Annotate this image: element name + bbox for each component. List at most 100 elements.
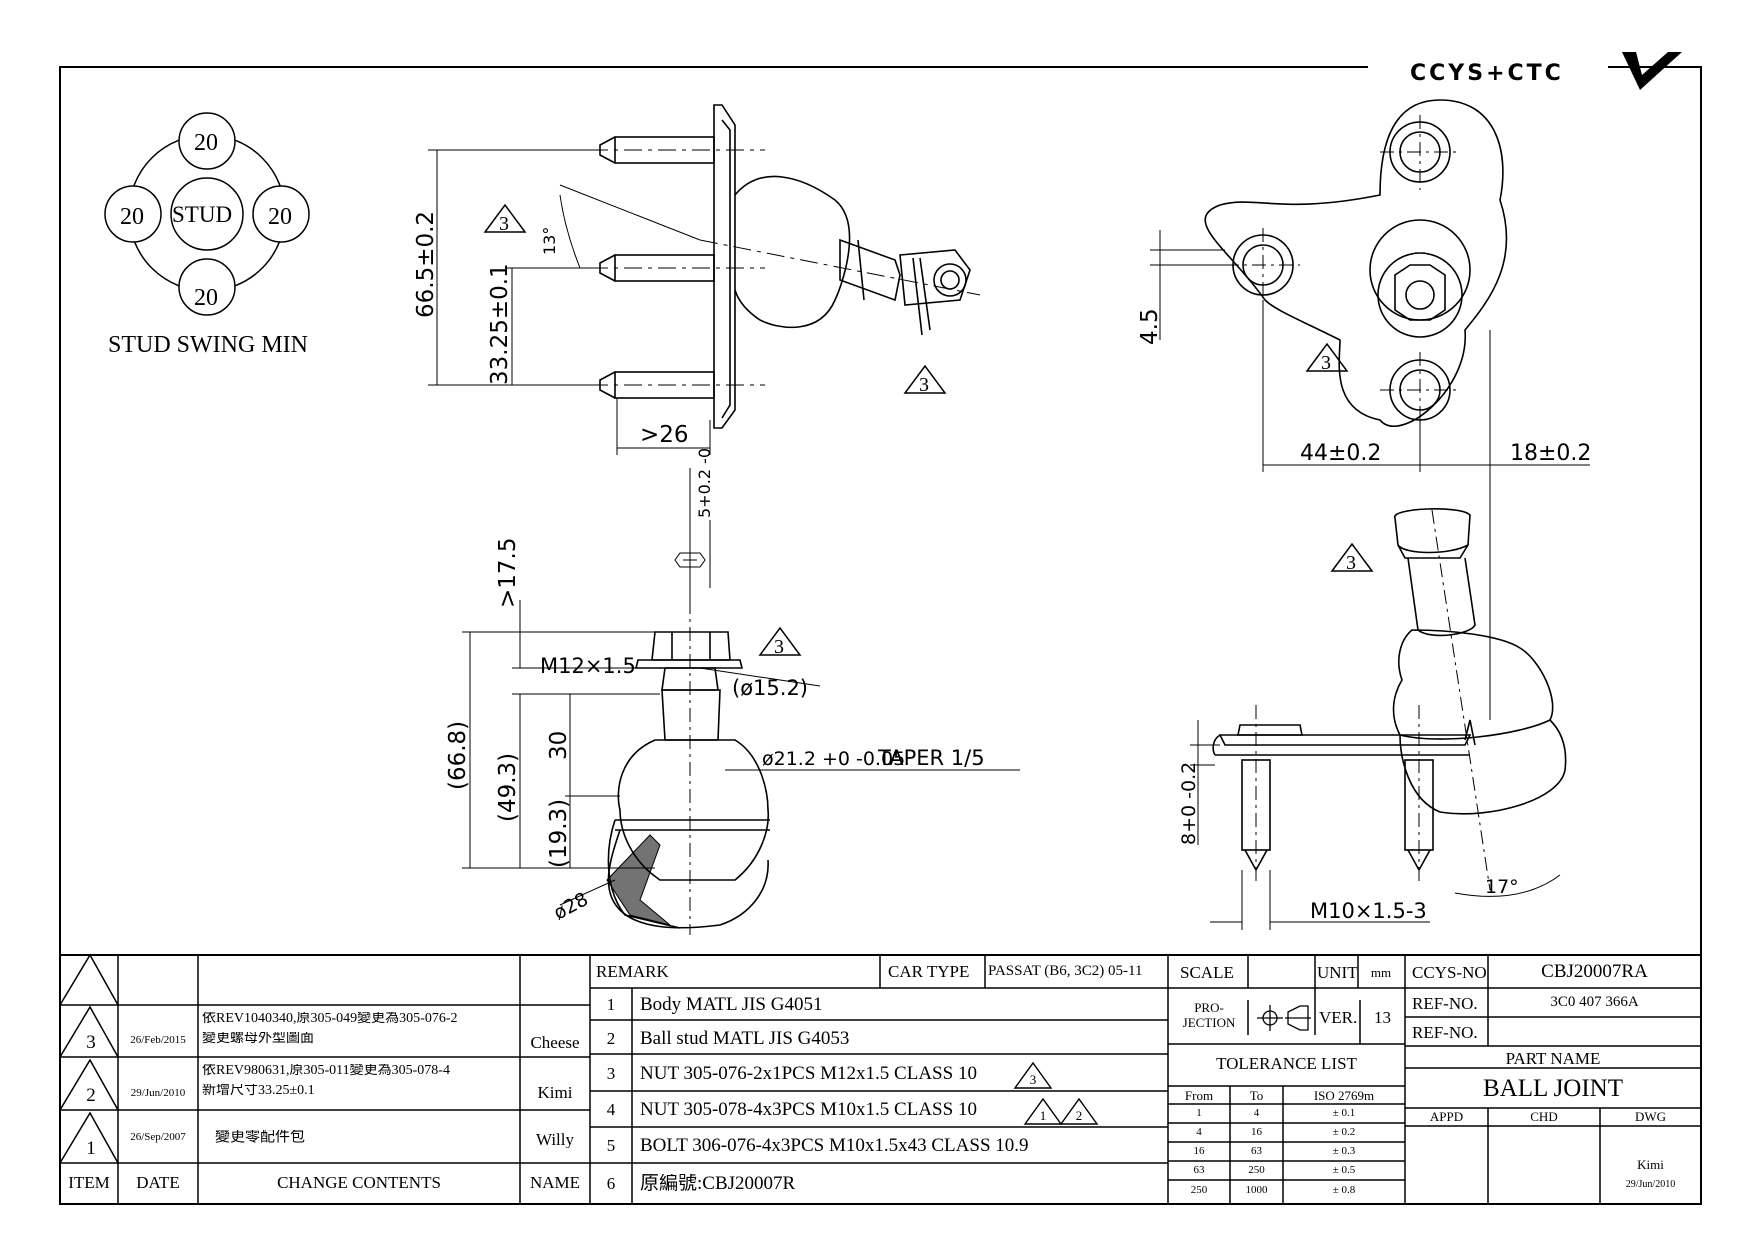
tol-header-to: To — [1249, 1089, 1264, 1102]
ref-label-2: REF-NO. — [1412, 1024, 1478, 1041]
tol-val-3: ± 0.3 — [1332, 1146, 1356, 1157]
dim-30: 30 — [546, 731, 572, 760]
dwg-name: Kimi — [1637, 1158, 1664, 1171]
swing-center: STUD — [172, 202, 232, 227]
projection-symbol-icon — [1257, 1005, 1311, 1031]
tol-to-3: 63 — [1251, 1146, 1262, 1157]
rev-header-item: ITEM — [68, 1174, 110, 1191]
remark-no-4: 4 — [606, 1101, 616, 1118]
part-name-label: PART NAME — [1505, 1050, 1601, 1067]
swing-right: 20 — [268, 204, 292, 230]
appd-label: APPD — [1429, 1110, 1464, 1123]
tol-from-4: 63 — [1193, 1165, 1205, 1176]
ccys-label: CCYS-NO. — [1412, 964, 1488, 981]
dim-17: 17° — [1485, 876, 1519, 898]
ball-joint-plan-view — [1204, 99, 1508, 427]
dwg-label: DWG — [1634, 1110, 1667, 1123]
rev-item-2: 2 — [86, 1086, 96, 1105]
tol-to-5: 1000 — [1245, 1185, 1268, 1196]
remark-mark-4a: 1 — [1039, 1109, 1047, 1122]
car-type-value: PASSAT (B6, 3C2) 05-11 — [988, 964, 1143, 979]
rev-content-2a: 依REV980631,原305-011變更為305-078-4 — [202, 1064, 450, 1078]
dim-19-3: (19.3) — [546, 799, 572, 868]
dim-taper: TAPER 1/5 — [877, 746, 985, 770]
rev-content-1: 變更零配件包 — [215, 1130, 306, 1145]
rev-name-2: Kimi — [537, 1084, 573, 1101]
rev-triangle-a — [483, 203, 1374, 656]
remark-mark-4b: 2 — [1075, 1109, 1083, 1122]
tol-header-from: From — [1184, 1089, 1214, 1102]
dwg-date: 29/Jun/2010 — [1625, 1180, 1676, 1190]
dim-33-25: 33.25±0.1 — [487, 263, 513, 385]
remark-text-5: BOLT 306-076-4x3PCS M10x1.5x43 CLASS 10.… — [640, 1136, 1029, 1155]
remark-triangles — [1013, 1061, 1099, 1125]
swing-left: 20 — [120, 204, 144, 230]
car-type-label: CAR TYPE — [888, 963, 970, 980]
remark-no-6: 6 — [606, 1175, 616, 1192]
remark-text-2: Ball stud MATL JIS G4053 — [640, 1029, 850, 1048]
dim-66-5: 66.5±0.2 — [413, 211, 439, 318]
rev-header-name: NAME — [529, 1174, 581, 1191]
remark-label: REMARK — [596, 963, 669, 980]
dim-44: 44±0.2 — [1300, 441, 1381, 466]
swing-top: 20 — [194, 130, 218, 156]
stud-swing-diagram — [104, 112, 310, 316]
rev-content-2b: 新增尺寸33.25±0.1 — [202, 1084, 315, 1098]
tol-from-5: 250 — [1190, 1185, 1208, 1196]
rev-mark-e: 3 — [774, 636, 784, 658]
dim-15-2: (ø15.2) — [732, 676, 808, 700]
ver-value: 13 — [1374, 1009, 1391, 1026]
chd-label: CHD — [1530, 1110, 1558, 1123]
tol-val-1: ± 0.1 — [1332, 1108, 1356, 1119]
dim-m10: M10×1.5-3 — [1310, 899, 1427, 923]
ref-label-1: REF-NO. — [1412, 995, 1478, 1012]
title-block-grid — [59, 953, 1701, 1204]
dim-m12: M12×1.5 — [540, 654, 636, 678]
remark-no-2: 2 — [606, 1030, 616, 1047]
rev-item-1: 1 — [86, 1139, 96, 1158]
dim-4-5: 4.5 — [1137, 308, 1163, 345]
tol-val-2: ± 0.2 — [1332, 1127, 1356, 1138]
rev-name-1: Willy — [535, 1131, 575, 1148]
tol-from-1: 1 — [1196, 1108, 1202, 1119]
remark-mark-3: 3 — [1029, 1073, 1037, 1086]
drawing-border — [59, 66, 1702, 1205]
dim-21-2: ø21.2 +0 -0.05 — [762, 748, 905, 770]
part-name-value: BALL JOINT — [1482, 1076, 1624, 1101]
rev-mark-a: 3 — [499, 213, 509, 235]
rev-mark-c: 3 — [1321, 352, 1331, 374]
remark-text-4: NUT 305-078-4x3PCS M10x1.5 CLASS 10 — [640, 1100, 977, 1119]
ref-number: 3C0 407 366A — [1550, 995, 1639, 1010]
rev-content-3a: 依REV1040340,原305-049變更為305-076-2 — [202, 1012, 458, 1026]
rev-name-3: Cheese — [530, 1034, 580, 1051]
dim-18: 18±0.2 — [1510, 441, 1591, 466]
tolerance-title: TOLERANCE LIST — [1216, 1055, 1357, 1072]
remark-text-1: Body MATL JIS G4051 — [640, 995, 823, 1014]
tol-val-5: ± 0.8 — [1332, 1185, 1356, 1196]
ver-label: VER. — [1319, 1009, 1358, 1026]
tol-from-2: 4 — [1196, 1127, 1202, 1138]
company-logo: CCYS+CTC — [1368, 52, 1682, 90]
remark-text-3: NUT 305-076-2x1PCS M12x1.5 CLASS 10 — [640, 1064, 977, 1083]
tol-to-2: 16 — [1251, 1127, 1262, 1138]
dim-5: 5+0.2 -0 — [695, 448, 714, 518]
rev-item-3: 3 — [86, 1033, 96, 1052]
tol-to-1: 4 — [1253, 1108, 1260, 1119]
dim-17-5: >17.5 — [495, 538, 521, 608]
dim-66-8: (66.8) — [445, 721, 471, 790]
remark-text-6: 原編號:CBJ20007R — [640, 1174, 796, 1193]
projection-label-2: JECTION — [1182, 1016, 1236, 1029]
rev-header-content: CHANGE CONTENTS — [277, 1174, 441, 1191]
scale-label: SCALE — [1180, 964, 1234, 981]
rev-mark-d: 3 — [1346, 552, 1356, 574]
svg-text:CCYS+CTC: CCYS+CTC — [1410, 61, 1564, 86]
swing-title: STUD SWING MIN — [108, 332, 308, 358]
rev-header-date: DATE — [136, 1174, 180, 1191]
rev-content-3b: 變更螺母外型圖面 — [202, 1032, 314, 1046]
tol-to-4: 250 — [1248, 1165, 1265, 1176]
tol-from-3: 16 — [1193, 1146, 1205, 1157]
swing-bottom: 20 — [194, 285, 218, 311]
ball-joint-iso-view — [1212, 508, 1567, 872]
tol-val-4: ± 0.5 — [1332, 1165, 1356, 1176]
